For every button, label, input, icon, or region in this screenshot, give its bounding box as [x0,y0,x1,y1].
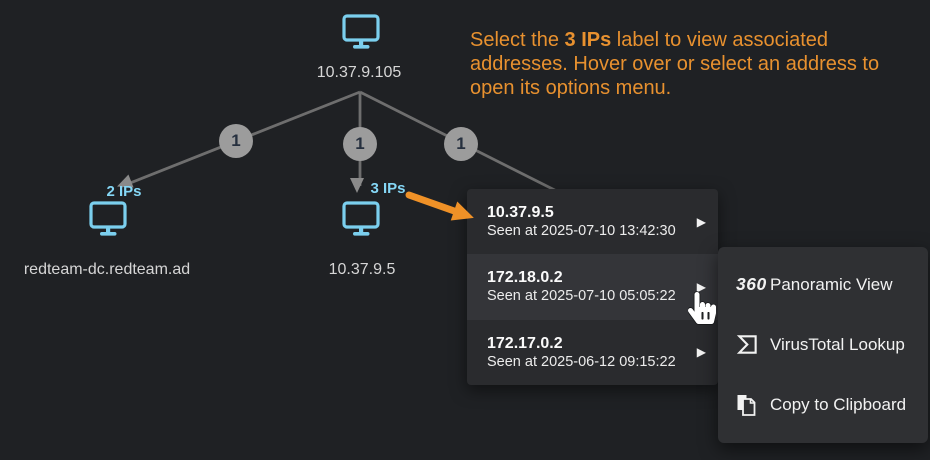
root-node-label[interactable]: 10.37.9.105 [316,64,402,81]
ip-menu-item[interactable]: 10.37.9.5 Seen at 2025-07-10 13:42:30 ▶ [467,189,718,254]
edge-count-badge[interactable]: 1 [444,127,478,161]
annotation-arrow-icon [405,191,474,221]
ip-count-label-3ips[interactable]: 3 IPs [370,180,406,197]
copy-icon [737,395,756,416]
ip-address: 172.17.0.2 [487,334,563,352]
menu-item-copy-to-clipboard[interactable]: Copy to Clipboard [718,394,928,416]
virustotal-icon [736,335,757,354]
menu-item-virustotal-lookup[interactable]: VirusTotal Lookup [718,333,928,356]
ip-menu-item[interactable]: 172.17.0.2 Seen at 2025-06-12 09:15:22 ▶ [467,320,718,385]
hand-pointer-cursor-icon [688,291,716,325]
monitor-icon[interactable] [341,13,381,51]
monitor-icon[interactable] [88,200,128,238]
menu-item-label: VirusTotal Lookup [770,334,905,354]
left-node-label[interactable]: redteam-dc.redteam.ad [23,261,191,278]
ip-address-menu: 10.37.9.5 Seen at 2025-07-10 13:42:30 ▶ … [467,189,718,385]
monitor-icon[interactable] [341,200,381,238]
seen-at-timestamp: Seen at 2025-07-10 05:05:22 [487,288,676,305]
panoramic-360-icon: 360 [736,274,767,294]
chevron-right-icon: ▶ [696,279,706,294]
menu-item-label: Copy to Clipboard [770,395,907,414]
seen-at-timestamp: Seen at 2025-06-12 09:15:22 [487,353,676,370]
ip-options-menu: 360 Panoramic View VirusTotal Lookup Cop… [718,247,928,443]
instruction-highlight: 3 IPs [564,29,612,51]
menu-item-panoramic-view[interactable]: 360 Panoramic View [718,274,928,295]
chevron-right-icon: ▶ [696,345,706,360]
ip-address: 172.18.0.2 [487,269,563,287]
ip-count-label-left[interactable]: 2 IPs [106,183,142,200]
chevron-right-icon: ▶ [696,214,706,229]
edge-count-badge[interactable]: 1 [343,127,377,161]
ip-menu-item-hovered[interactable]: 172.18.0.2 Seen at 2025-07-10 05:05:22 ▶ [467,254,718,320]
seen-at-timestamp: Seen at 2025-07-10 13:42:30 [487,223,676,240]
instruction-text: Select the 3 IPs label to view associate… [470,29,880,99]
ip-address: 10.37.9.5 [487,204,554,222]
edge-count-badge[interactable]: 1 [219,124,253,158]
middle-node-label[interactable]: 10.37.9.5 [328,261,396,278]
menu-item-label: Panoramic View [770,274,893,294]
